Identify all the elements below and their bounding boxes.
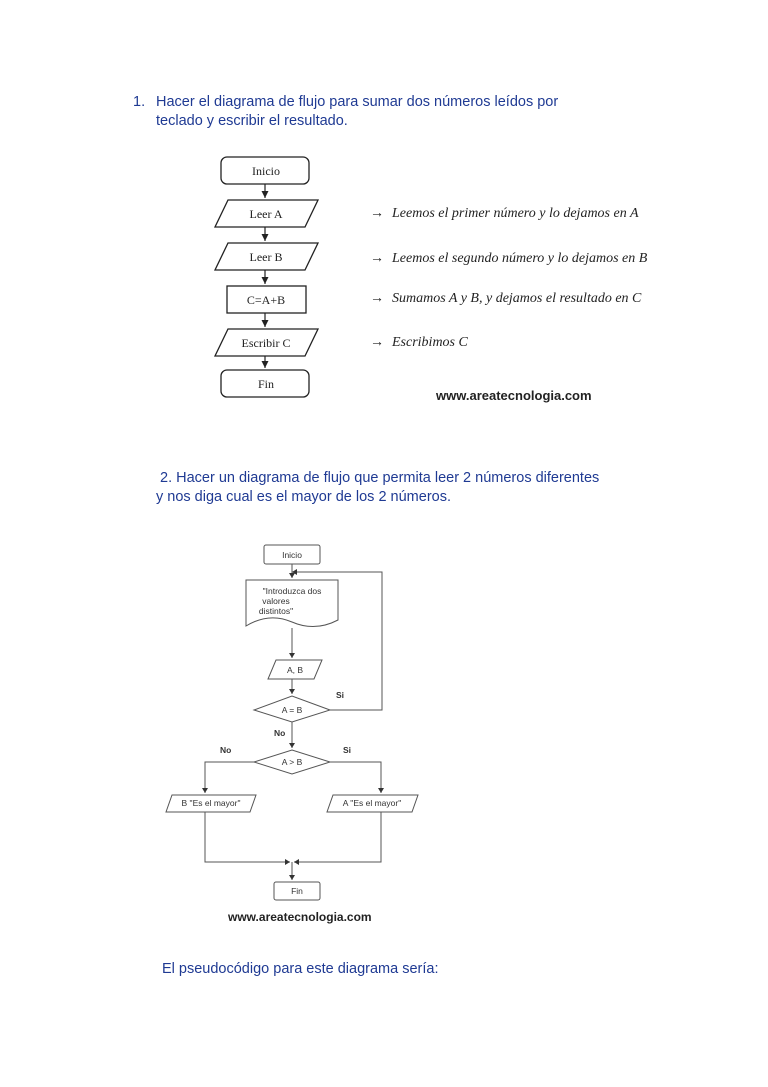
fc2-yes-label-2: Si bbox=[343, 745, 351, 755]
fc2-no-label-2: No bbox=[220, 745, 231, 755]
fc2-output-a-shape bbox=[326, 794, 419, 813]
fc2-display-label-3: distintos" bbox=[259, 606, 293, 616]
exercise-1-title-line-1: Hacer el diagrama de flujo para sumar do… bbox=[156, 94, 559, 110]
fc2-display-label-1: "Introduzca dos bbox=[263, 586, 322, 596]
fc1-write-shape bbox=[213, 328, 320, 357]
fc2-output-a-label: A "Es el mayor" bbox=[343, 798, 401, 808]
fc1-note-arrow-4: → bbox=[370, 335, 384, 350]
fc2-input-label: A, B bbox=[287, 665, 303, 675]
exercise-1-title-line-2: teclado y escribir el resultado. bbox=[156, 113, 348, 129]
fc2-input-shape bbox=[267, 659, 323, 680]
fc1-note-arrow-1: → bbox=[370, 206, 384, 221]
fc1-note-arrow-3: → bbox=[370, 291, 384, 306]
exercise-2-title-line-1: 2. Hacer un diagrama de flujo que permit… bbox=[160, 470, 600, 486]
fc2-decision-2-label: A > B bbox=[282, 757, 303, 767]
fc1-start-terminal bbox=[220, 156, 310, 185]
fc2-display-label-2: valores bbox=[262, 596, 289, 606]
fc1-end-terminal bbox=[220, 369, 310, 398]
fc2-output-b-shape bbox=[165, 794, 257, 813]
fc1-process-label: C=A+B bbox=[247, 293, 285, 307]
fc1-read-b-label: Leer B bbox=[250, 250, 283, 264]
fc1-note-4: Escribimos C bbox=[391, 335, 469, 350]
flowchart-1: Inicio Leer A Leer B C=A+B Escribir C Fi… bbox=[213, 156, 648, 403]
fc1-process-shape bbox=[226, 285, 307, 314]
fc1-note-arrow-2: → bbox=[370, 251, 384, 266]
fc2-no-label-1: No bbox=[274, 728, 285, 738]
fc1-note-3: Sumamos A y B, y dejamos el resultado en… bbox=[392, 291, 642, 306]
exercise-2-title-line-2: y nos diga cual es el mayor de los 2 núm… bbox=[156, 489, 451, 505]
fc1-end-label: Fin bbox=[258, 377, 274, 391]
fc1-note-2: Leemos el segundo número y lo dejamos en… bbox=[391, 251, 648, 266]
fc1-write-label: Escribir C bbox=[242, 336, 291, 350]
fc2-output-b-label: B "Es el mayor" bbox=[182, 798, 241, 808]
pseudocode-intro: El pseudocódigo para este diagrama sería… bbox=[162, 961, 439, 977]
fc1-watermark: www.areatecnologia.com bbox=[435, 388, 592, 403]
fc1-read-a-label: Leer A bbox=[250, 207, 283, 221]
fc2-decision-1-label: A = B bbox=[282, 705, 303, 715]
fc1-read-a-shape bbox=[213, 199, 320, 228]
fc1-start-label: Inicio bbox=[252, 164, 280, 178]
fc2-decision-2-shape bbox=[252, 749, 332, 775]
fc2-watermark: www.areatecnologia.com bbox=[227, 910, 372, 924]
fc2-yes-label-1: Si bbox=[336, 690, 344, 700]
fc2-decision-1-shape bbox=[252, 695, 332, 723]
fc2-start-terminal bbox=[263, 544, 321, 565]
exercise-1-number: 1. bbox=[133, 94, 146, 110]
fc2-end-terminal bbox=[273, 881, 321, 901]
fc2-display-shape bbox=[245, 579, 339, 627]
fc2-end-label: Fin bbox=[291, 886, 303, 896]
fc1-read-b-shape bbox=[213, 242, 320, 271]
fc1-note-1: Leemos el primer número y lo dejamos en … bbox=[391, 206, 639, 221]
fc2-start-label: Inicio bbox=[282, 550, 302, 560]
